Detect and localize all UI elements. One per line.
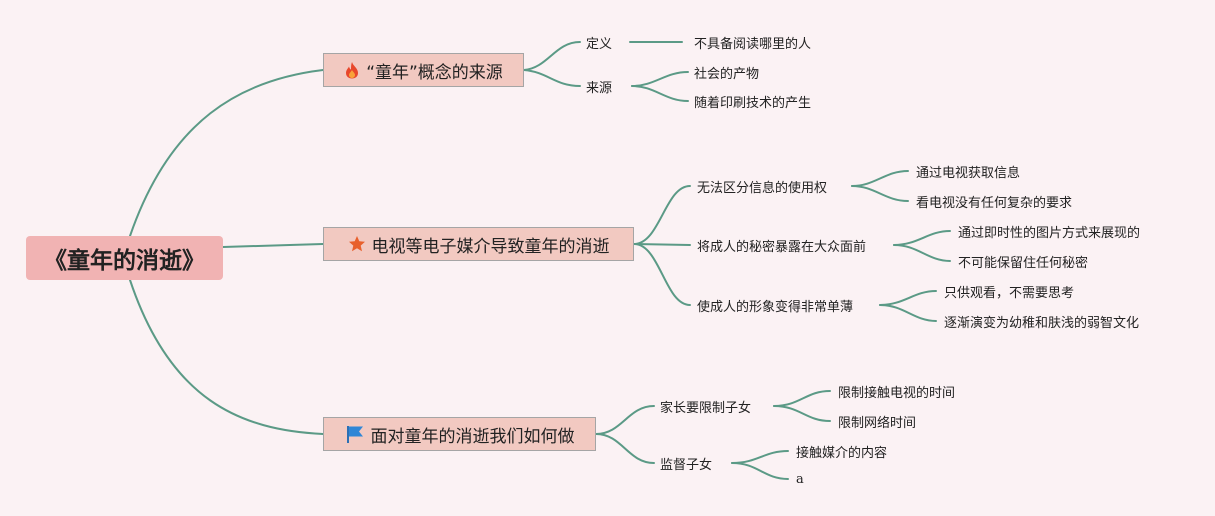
subtopic-usage-rights[interactable]: 无法区分信息的使用权	[697, 180, 828, 196]
leaf-node[interactable]: 不具备阅读哪里的人	[694, 36, 812, 52]
leaf-node[interactable]: 通过电视获取信息	[916, 165, 1021, 181]
connector-t2-c1	[633, 185, 691, 245]
leaf-node[interactable]: 限制网络时间	[838, 415, 917, 431]
topic-label: 电视等电子媒介导致童年的消逝	[371, 236, 610, 257]
connector-root-topic-1	[129, 69, 324, 237]
subtopic-adult-image[interactable]: 使成人的形象变得非常单薄	[697, 299, 854, 315]
connector-c5-leaf1	[731, 450, 789, 464]
leaf-node[interactable]: 社会的产物	[694, 66, 760, 82]
leaf-node[interactable]: a	[796, 471, 804, 487]
connector-c3-leaf2	[879, 304, 937, 322]
connector-t2-c2	[633, 243, 691, 246]
subtopic-definition[interactable]: 定义	[586, 36, 613, 52]
leaf-node[interactable]: 只供观看，不需要思考	[944, 285, 1075, 301]
subtopic-source[interactable]: 来源	[586, 80, 613, 96]
connector-c2-leaf1	[893, 230, 951, 246]
connector-root-topic-3	[129, 279, 324, 435]
topic-what-to-do[interactable]: 面对童年的消逝我们如何做	[323, 417, 596, 451]
leaf-node[interactable]: 看电视没有任何复杂的要求	[916, 195, 1073, 211]
connector-c2-leaf2	[893, 244, 951, 262]
leaf-node[interactable]: 随着印刷技术的产生	[694, 95, 812, 111]
connector-t1-def	[523, 41, 581, 71]
connector-c5-leaf2	[731, 462, 789, 480]
leaf-node[interactable]: 接触媒介的内容	[796, 445, 888, 461]
leaf-node[interactable]: 限制接触电视的时间	[838, 385, 956, 401]
subtopic-supervise[interactable]: 监督子女	[660, 457, 713, 473]
leaf-node[interactable]: 通过即时性的图片方式来展现的	[958, 225, 1141, 241]
connector-t2-c3	[633, 243, 691, 306]
topic-label: “童年”概念的来源	[366, 62, 503, 83]
topic-electronic-media[interactable]: 电视等电子媒介导致童年的消逝	[323, 227, 634, 261]
root-node[interactable]: 《童年的消逝》	[26, 236, 223, 280]
connector-t3-c1	[595, 405, 655, 435]
subtopic-secrets-exposed[interactable]: 将成人的秘密暴露在大众面前	[697, 239, 867, 255]
subtopic-parents-limit[interactable]: 家长要限制子女	[660, 400, 752, 416]
connector-c3-leaf1	[879, 290, 937, 306]
topic-label: 面对童年的消逝我们如何做	[370, 426, 575, 447]
connector-c4-leaf2	[773, 405, 831, 422]
fire-icon	[344, 61, 360, 79]
leaf-node[interactable]: 逐渐演变为幼稚和肤浅的弱智文化	[944, 315, 1140, 331]
connector-t3-c2	[595, 433, 655, 464]
connector-src-leaf1	[631, 71, 689, 87]
connector-c4-leaf1	[773, 390, 831, 407]
connector-c1-leaf2	[851, 185, 909, 202]
connector-c1-leaf1	[851, 170, 909, 187]
connector-src-leaf2	[631, 85, 689, 102]
topic-concept-origin[interactable]: “童年”概念的来源	[323, 53, 524, 87]
leaf-node[interactable]: 不可能保留住任何秘密	[958, 255, 1089, 271]
connector-root-topic-2	[222, 243, 324, 248]
connector-t1-src	[523, 69, 581, 87]
star-icon	[348, 235, 366, 253]
flag-icon	[345, 424, 365, 444]
